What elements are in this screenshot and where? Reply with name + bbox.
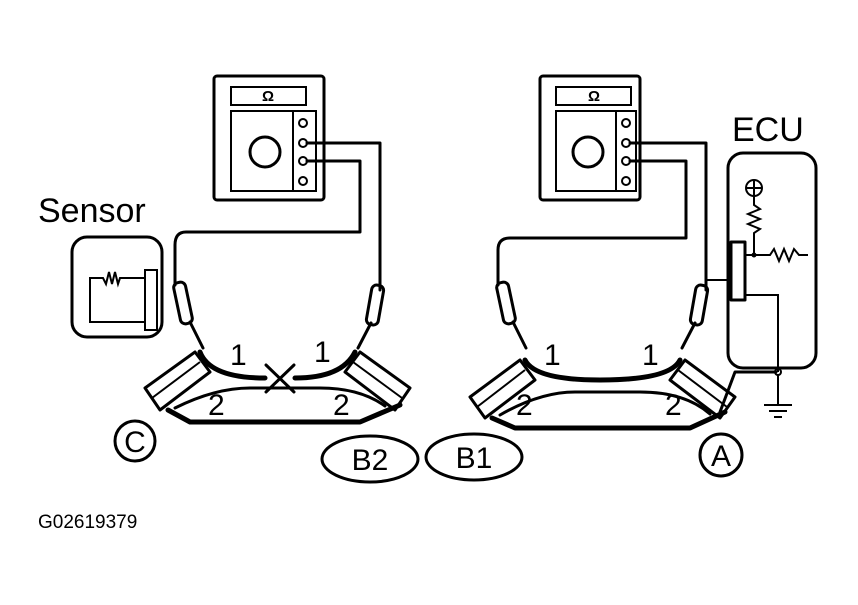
connector-b1-body [468,358,537,420]
right-probe-right [680,283,710,350]
ecu-ic-block [729,240,747,302]
right-probe-left [495,280,528,350]
right-pin-1-a: 1 [544,339,561,372]
left-wire-1-left [197,349,268,381]
ecu-signal-wire [705,279,731,290]
connector-b2-badge [320,434,420,484]
connector-b1-badge [424,432,524,482]
right-ohmmeter: Ω [538,74,642,202]
right-wire-1 [522,357,683,383]
left-lead-left [173,159,362,287]
left-pin-1-a: 1 [230,339,247,372]
right-meter-jack-1 [621,118,631,128]
sensor-label: Sensor [38,192,146,230]
left-pin-2-a: 2 [208,389,225,422]
right-wire-2-inner [498,390,712,417]
left-probe-left [172,280,205,350]
connector-b2-label: B2 [352,444,389,477]
left-wire-1-right [292,349,358,381]
right-wire-2 [489,409,728,431]
figure-code: G02619379 [38,512,137,533]
right-meter-dial [571,135,605,169]
left-wire-2-inner [173,386,387,410]
right-lead-left [496,159,688,287]
left-meter-unit: Ω [262,88,274,105]
connector-b2-body [343,350,412,412]
ecu-component [726,151,818,418]
right-lead-right [628,141,708,292]
connector-a-badge [698,432,744,478]
left-lead-right [305,141,382,292]
connector-c-body [143,350,212,412]
right-pin-2-b: 2 [665,389,682,422]
left-probe-right [356,283,386,350]
right-meter-unit: Ω [588,88,600,105]
left-pin-1-b: 1 [314,336,331,369]
ecu-series-resistor [754,246,808,264]
left-pin-2-b: 2 [333,389,350,422]
connector-a-label: A [711,440,731,473]
connector-a-body [668,358,737,420]
right-pin-2-a: 2 [516,389,533,422]
open-circuit-x-icon [264,363,296,394]
ground-icon [764,404,792,418]
connector-c-label: C [124,426,146,459]
sensor-coil [89,271,145,323]
left-meter-jack-1 [298,118,308,128]
left-wire-2 [165,402,403,425]
left-ohmmeter: Ω [212,74,326,202]
ecu-ground-wire [718,370,778,414]
connector-b1-label: B1 [456,442,493,475]
left-meter-dial [248,135,282,169]
right-meter-jack-4 [621,176,631,186]
ecu-pullup-resistor [745,196,763,255]
ecu-label: ECU [732,111,804,149]
sensor-component [70,235,164,339]
left-meter-jack-4 [298,176,308,186]
right-pin-1-b: 1 [642,339,659,372]
connector-c-badge [113,419,157,463]
